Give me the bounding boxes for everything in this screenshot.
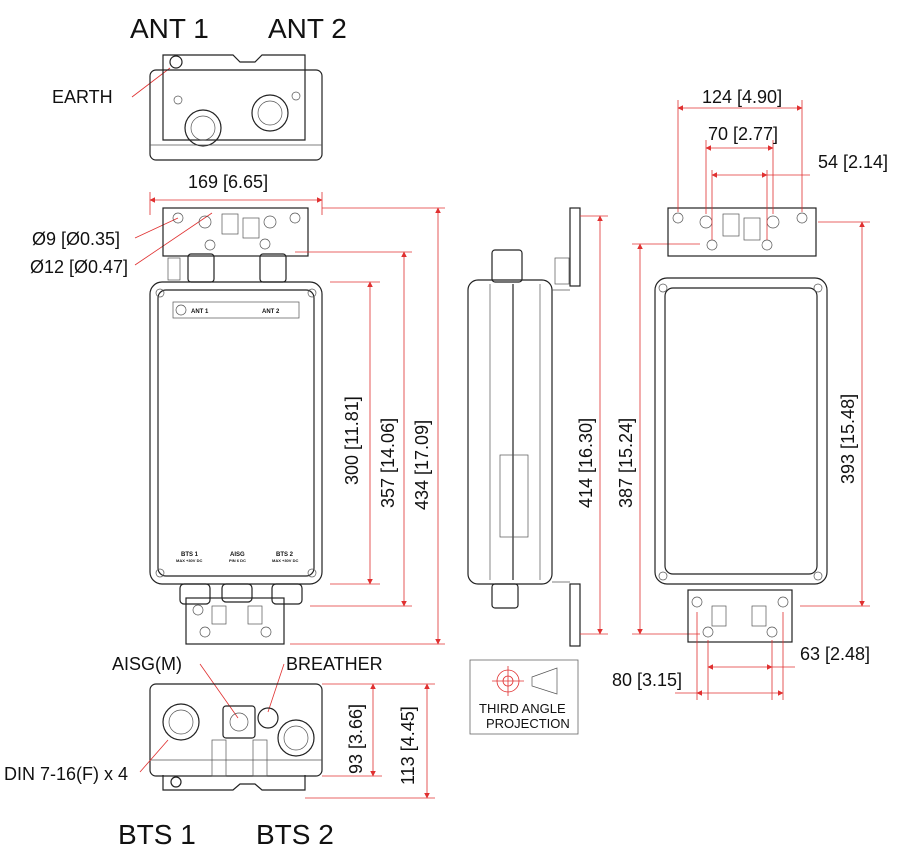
earth-screw-icon bbox=[169, 55, 183, 69]
top-view: ANT 1 ANT 2 EARTH bbox=[52, 13, 347, 161]
earth-symbol-icon bbox=[175, 304, 187, 316]
bts2-connector-icon bbox=[271, 583, 303, 605]
aisg-leader bbox=[199, 663, 239, 719]
height-93-label: 93 [3.66] bbox=[346, 704, 366, 774]
ant2-connector-icon bbox=[259, 253, 287, 283]
ant2-label: ANT 2 bbox=[268, 13, 347, 44]
back-bracket-bottom bbox=[687, 589, 793, 643]
hole-12-label: Ø12 [Ø0.47] bbox=[30, 257, 128, 277]
bts1-din-connector-icon bbox=[162, 703, 200, 741]
plate-bts2: BTS 2 bbox=[276, 552, 294, 558]
back-view: 124 [4.90] 70 [2.77] 54 [2.14] 393 [15.4… bbox=[612, 87, 888, 700]
bts2-label: BTS 2 bbox=[256, 819, 334, 850]
projection-box bbox=[469, 659, 579, 735]
front-view: 169 [6.65] Ø9 [Ø0.35] Ø12 [Ø0.47] ANT bbox=[30, 172, 445, 645]
projection-line2: PROJECTION bbox=[486, 716, 570, 731]
top-bracket bbox=[162, 54, 306, 141]
width-54-label: 54 [2.14] bbox=[818, 152, 888, 172]
projection-symbol: THIRD ANGLE PROJECTION bbox=[469, 659, 579, 735]
mount-hole-icon bbox=[198, 215, 212, 229]
aisg-label: AISG(M) bbox=[112, 654, 182, 674]
plate-ant1: ANT 1 bbox=[191, 309, 209, 315]
plate-bts1: BTS 1 bbox=[181, 552, 199, 558]
height-387-label: 387 [15.24] bbox=[616, 418, 636, 508]
side-bracket-top bbox=[569, 207, 581, 287]
bottom-view: AISG(M) BREATHER DIN 7-16(F) x 4 BTS 1 B… bbox=[4, 654, 435, 850]
ant1-connector-icon bbox=[184, 109, 222, 147]
height-113-label: 113 [4.45] bbox=[398, 706, 418, 785]
side-bracket-bottom bbox=[569, 583, 581, 647]
width-124-label: 124 [4.90] bbox=[702, 87, 782, 107]
front-bracket-top bbox=[162, 207, 309, 257]
width-63-label: 63 [2.48] bbox=[800, 644, 870, 664]
front-bracket-bottom bbox=[185, 597, 285, 645]
din-leader bbox=[139, 739, 169, 773]
bottom-housing bbox=[149, 683, 323, 777]
height-434-label: 434 [17.09] bbox=[412, 420, 432, 510]
ant1-connector-icon bbox=[187, 253, 215, 283]
breather-icon bbox=[257, 707, 279, 729]
height-357-label: 357 [14.06] bbox=[378, 418, 398, 508]
side-dimensions: 414 [16.30] 387 [15.24] bbox=[576, 215, 700, 635]
height-300-label: 300 [11.81] bbox=[342, 396, 362, 485]
svg-text:MAX +30V DC: MAX +30V DC bbox=[272, 558, 298, 563]
mount-hole-icon bbox=[259, 238, 271, 250]
bottom-bracket bbox=[162, 775, 306, 791]
ant2-connector-icon bbox=[251, 94, 289, 132]
side-housing bbox=[467, 279, 553, 585]
svg-text:PIN 6 DC: PIN 6 DC bbox=[229, 558, 246, 563]
side-connector-icon bbox=[491, 249, 523, 283]
ant1-label: ANT 1 bbox=[130, 13, 209, 44]
width-80-label: 80 [3.15] bbox=[612, 670, 682, 690]
front-housing bbox=[149, 281, 323, 585]
cone-icon bbox=[531, 667, 558, 695]
bts2-din-connector-icon bbox=[277, 719, 315, 757]
breather-label: BREATHER bbox=[286, 654, 383, 674]
svg-text:MAX +30V DC: MAX +30V DC bbox=[176, 558, 202, 563]
aisg-connector-icon bbox=[221, 583, 253, 603]
mount-hole-icon bbox=[204, 239, 216, 251]
height-414-label: 414 [16.30] bbox=[576, 418, 596, 508]
bts1-label: BTS 1 bbox=[118, 819, 196, 850]
top-housing bbox=[149, 69, 323, 161]
side-view bbox=[467, 207, 581, 647]
mount-hole-icon bbox=[172, 212, 184, 224]
din-label: DIN 7-16(F) x 4 bbox=[4, 764, 128, 784]
breather-leader bbox=[267, 663, 285, 713]
aisg-connector-icon bbox=[222, 705, 256, 739]
width-70-label: 70 [2.77] bbox=[708, 124, 778, 144]
height-393-label: 393 [15.48] bbox=[838, 394, 858, 484]
projection-line1: THIRD ANGLE bbox=[479, 701, 566, 716]
plate-ant2: ANT 2 bbox=[262, 309, 280, 315]
width-169-label: 169 [6.65] bbox=[188, 172, 268, 192]
plate-aisg: AISG bbox=[230, 552, 245, 558]
top-label-plate bbox=[172, 301, 300, 319]
back-bracket-top bbox=[667, 207, 817, 257]
earth-leader bbox=[131, 67, 171, 98]
back-housing bbox=[654, 277, 828, 585]
mount-hole-icon bbox=[263, 215, 277, 229]
bts1-connector-icon bbox=[179, 583, 211, 605]
hole-9-label: Ø9 [Ø0.35] bbox=[32, 229, 120, 249]
earth-label: EARTH bbox=[52, 87, 113, 107]
mount-hole-icon bbox=[289, 212, 301, 224]
